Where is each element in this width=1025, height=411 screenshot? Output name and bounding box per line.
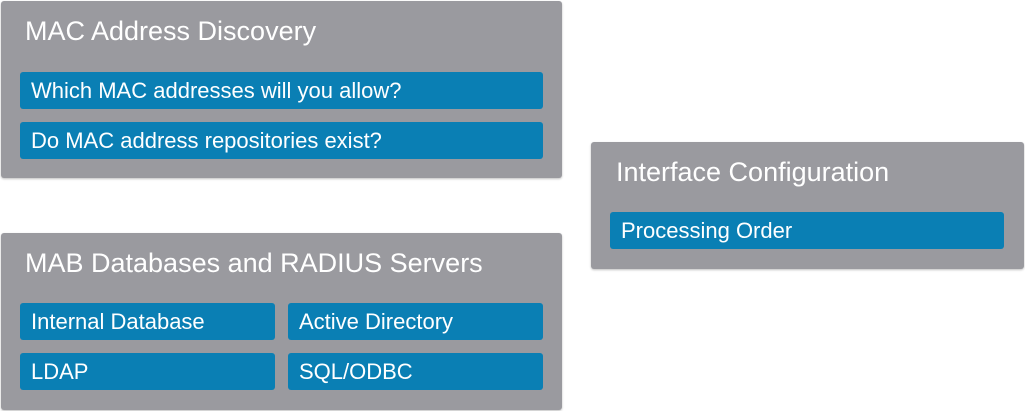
interface-configuration-panel: Interface Configuration Processing Order bbox=[591, 142, 1024, 269]
active-directory-item[interactable]: Active Directory bbox=[288, 303, 543, 340]
sql-odbc-item[interactable]: SQL/ODBC bbox=[288, 353, 543, 390]
mab-databases-panel: MAB Databases and RADIUS Servers Interna… bbox=[1, 233, 562, 410]
processing-order-item[interactable]: Processing Order bbox=[610, 212, 1004, 249]
ldap-item[interactable]: LDAP bbox=[20, 353, 275, 390]
mac-repositories-item[interactable]: Do MAC address repositories exist? bbox=[20, 122, 543, 159]
mac-address-discovery-panel: MAC Address Discovery Which MAC addresse… bbox=[1, 1, 562, 178]
internal-database-item[interactable]: Internal Database bbox=[20, 303, 275, 340]
mac-address-discovery-title: MAC Address Discovery bbox=[25, 16, 317, 46]
interface-configuration-title: Interface Configuration bbox=[616, 157, 890, 187]
which-mac-addresses-item[interactable]: Which MAC addresses will you allow? bbox=[20, 72, 543, 109]
mab-databases-title: MAB Databases and RADIUS Servers bbox=[25, 248, 483, 278]
